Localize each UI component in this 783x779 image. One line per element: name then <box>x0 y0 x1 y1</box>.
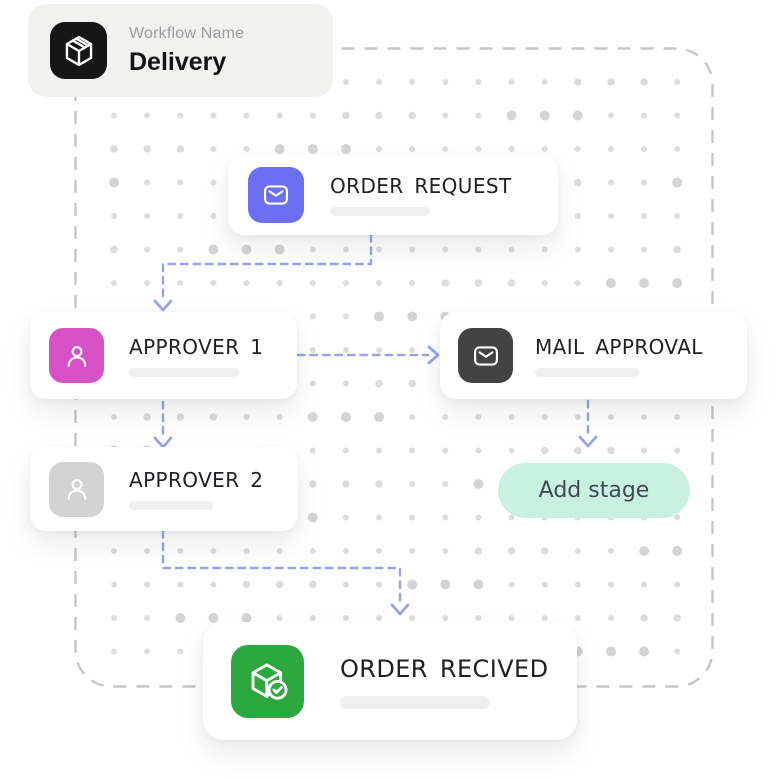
connector-arrowhead <box>153 299 173 312</box>
stage-label: ORDER RECIVED <box>340 654 549 683</box>
workflow-name-label: Workflow Name <box>129 25 245 42</box>
stage-card-approver-1[interactable]: APPROVER 1 <box>30 312 297 399</box>
connector-line <box>161 233 373 303</box>
stage-card-order-request[interactable]: ORDER REQUEST <box>228 155 558 235</box>
connector-arrowhead <box>578 435 598 448</box>
mail-icon <box>458 328 513 383</box>
placeholder-bar <box>330 207 430 216</box>
person-icon <box>49 461 104 517</box>
stage-card-order-recived[interactable]: ORDER RECIVED <box>203 622 577 740</box>
placeholder-bar <box>129 501 213 510</box>
workflow-name-card[interactable]: Workflow Name Delivery <box>28 4 333 97</box>
connector-arrowhead <box>390 603 410 616</box>
connector-line <box>161 529 402 606</box>
connector-arrowhead <box>153 436 173 449</box>
stage-label: APPROVER 1 <box>129 334 264 359</box>
stage-label: MAIL APPROVAL <box>535 334 703 359</box>
stage-card-approver-2[interactable]: APPROVER 2 <box>30 447 298 531</box>
add-stage-button[interactable]: Add stage <box>498 463 690 518</box>
placeholder-bar <box>535 367 639 377</box>
placeholder-bar <box>340 695 490 709</box>
stage-card-mail-approval[interactable]: MAIL APPROVAL <box>440 312 747 399</box>
package-box-icon <box>50 22 107 79</box>
person-icon <box>49 328 104 383</box>
connector-arrowhead <box>427 345 440 365</box>
workflow-name-value[interactable]: Delivery <box>129 48 227 76</box>
package-check-icon <box>231 644 304 718</box>
placeholder-bar <box>129 367 239 377</box>
stage-label: ORDER REQUEST <box>330 174 512 198</box>
mail-icon <box>248 167 304 223</box>
stage-label: APPROVER 2 <box>129 468 264 492</box>
